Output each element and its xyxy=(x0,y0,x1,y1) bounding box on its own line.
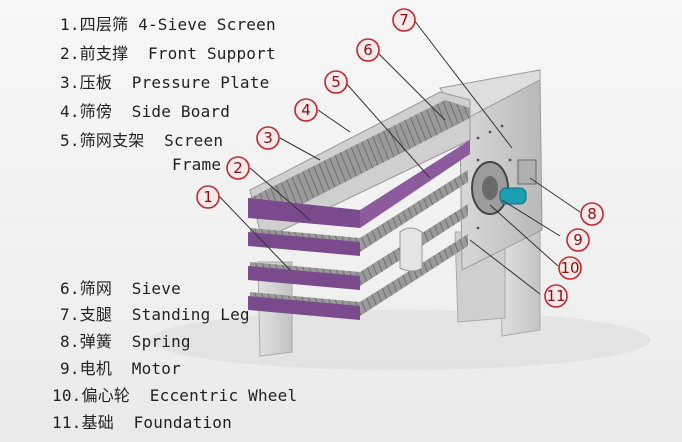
legend-item-9: 9.电机 Motor xyxy=(60,359,181,378)
callout-number-2: 2 xyxy=(233,159,243,177)
callout-number-5: 5 xyxy=(331,73,341,91)
legend-item-1: 1.四层筛 4-Sieve Screen xyxy=(60,15,276,34)
callout-circle-11 xyxy=(544,284,568,308)
frame-layer-2 xyxy=(248,232,360,256)
callout-circle-7 xyxy=(392,8,416,32)
frame-top-front xyxy=(248,198,360,228)
legend-item-8: 8.弹簧 Spring xyxy=(60,332,191,351)
callout-circle-8 xyxy=(580,202,604,226)
frame-layer-4 xyxy=(248,296,360,320)
wheel-hub xyxy=(482,176,498,200)
callout-number-1: 1 xyxy=(203,188,213,206)
legend-item-10: 10.偏心轮 Eccentric Wheel xyxy=(52,386,298,405)
legend-item-2: 2.前支撑 Front Support xyxy=(60,44,276,63)
legend-item-4: 4.筛傍 Side Board xyxy=(60,102,231,121)
callout-leaders xyxy=(217,19,581,295)
callout-number-9: 9 xyxy=(573,231,583,249)
callout-circle-4 xyxy=(294,98,318,122)
frame-layer-3 xyxy=(248,266,360,290)
callout-circle-10 xyxy=(558,256,582,280)
callout-circle-3 xyxy=(256,126,280,150)
motor xyxy=(499,187,527,205)
callout-number-7: 7 xyxy=(399,11,409,29)
callout-number-6: 6 xyxy=(363,41,373,59)
sieve-top xyxy=(250,100,470,218)
callout-circle-5 xyxy=(324,70,348,94)
screen-deck xyxy=(248,91,471,320)
legend-bottom: 6.筛网 Sieve 7.支腿 Standing Leg 8.弹簧 Spring… xyxy=(52,278,350,438)
legend-top: 1.四层筛 4-Sieve Screen 2.前支撑 Front Support… xyxy=(60,14,340,184)
callout-badges: 1 2 3 4 5 6 7 89 10 11 xyxy=(196,8,604,308)
callout-circle-9 xyxy=(566,228,590,252)
callout-circle-2 xyxy=(226,156,250,180)
callout-number-11: 11 xyxy=(546,287,565,305)
legend-item-7: 7.支腿 Standing Leg xyxy=(60,305,250,324)
callout-number-10: 10 xyxy=(560,259,579,277)
legend-item-5: 5.筛网支架 Screen xyxy=(60,131,224,150)
callout-number-3: 3 xyxy=(263,129,273,147)
callout-number-8: 8 xyxy=(587,205,597,223)
legend-item-11: 11.基础 Foundation xyxy=(52,413,232,432)
front-support-pipe xyxy=(399,227,423,272)
callout-circle-1 xyxy=(196,185,220,209)
spring xyxy=(517,159,537,185)
frame-edge xyxy=(360,140,470,228)
legend-item-6: 6.筛网 Sieve xyxy=(60,279,181,298)
legend-item-3: 3.压板 Pressure Plate xyxy=(60,73,270,92)
callout-number-4: 4 xyxy=(301,101,311,119)
legend-item-5-continued: Frame xyxy=(172,155,222,174)
callout-circle-6 xyxy=(356,38,380,62)
